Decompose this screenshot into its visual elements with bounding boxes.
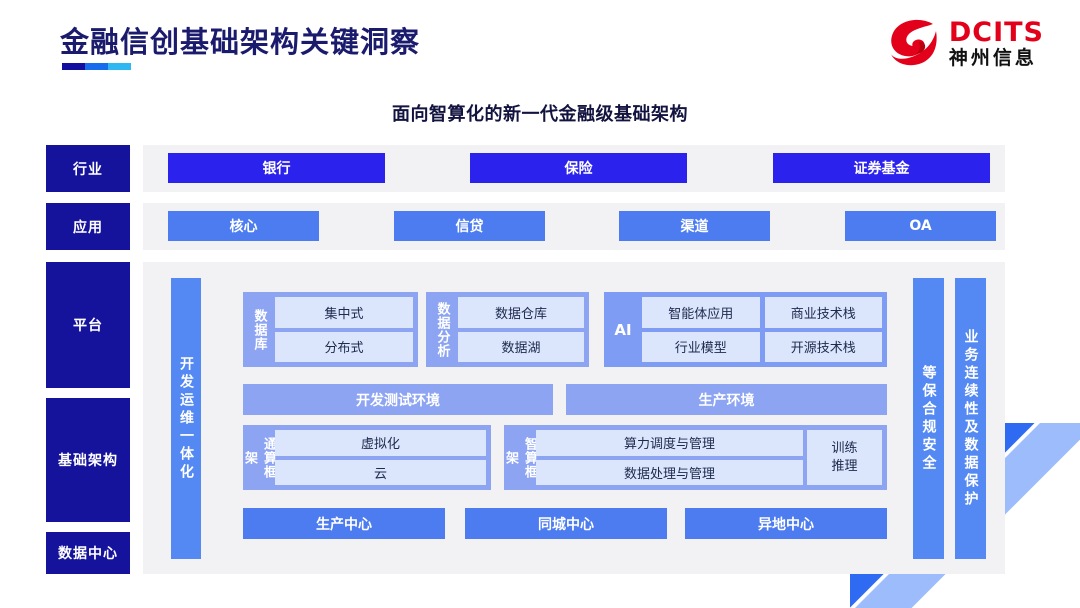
application-row-panel: 核心 信贷 渠道 OA [143, 203, 1005, 250]
layer-label-platform: 平台 [46, 262, 130, 388]
group-label-data-analysis: 数据分析 [434, 301, 450, 358]
cell-data-lake[interactable]: 数据湖 [458, 331, 584, 362]
cell-centralized[interactable]: 集中式 [275, 297, 413, 328]
application-item-channel[interactable]: 渠道 [619, 211, 770, 241]
industry-item-insurance[interactable]: 保险 [470, 153, 687, 183]
sidebar-devops-integration[interactable]: 开发运维一体化 [171, 278, 201, 559]
group-ai: AI 智能体应用 行业模型 商业技术栈 开源技术栈 [604, 292, 887, 367]
page-header: 金融信创基础架构关键洞察 DCITS 神州信息 [0, 0, 1080, 92]
group-database: 数据库 集中式 分布式 [243, 292, 418, 367]
datacenter-remote[interactable]: 异地中心 [685, 508, 887, 539]
group-label-ai: AI [614, 320, 632, 339]
sidebar-business-continuity[interactable]: 业务连续性及数据保护 [955, 278, 986, 559]
cell-cloud[interactable]: 云 [275, 459, 486, 485]
group-intelligent-compute-framework: 智算框架 算力调度与管理 数据处理与管理 训练 推理 [503, 425, 887, 490]
group-label-intelligent-compute: 智算框架 [503, 436, 537, 479]
industry-item-bank[interactable]: 银行 [168, 153, 385, 183]
cell-agent-application[interactable]: 智能体应用 [642, 297, 760, 328]
group-data-analysis: 数据分析 数据仓库 数据湖 [426, 292, 589, 367]
cell-inference-line: 推理 [831, 458, 858, 474]
title-underline-accent [62, 63, 131, 70]
cell-compute-scheduling[interactable]: 算力调度与管理 [536, 430, 803, 456]
datacenter-production[interactable]: 生产中心 [243, 508, 445, 539]
platform-infrastructure-panel: 开发运维一体化 等保合规安全 业务连续性及数据保护 数据库 集中式 分布式 数据… [143, 262, 1005, 574]
layer-label-datacenter: 数据中心 [46, 532, 130, 574]
layer-label-application: 应用 [46, 203, 130, 250]
cell-training-line: 训练 [831, 440, 858, 456]
industry-item-securities-fund[interactable]: 证券基金 [773, 153, 990, 183]
datacenter-metro[interactable]: 同城中心 [465, 508, 667, 539]
group-label-database: 数据库 [251, 308, 267, 351]
cell-data-warehouse[interactable]: 数据仓库 [458, 297, 584, 328]
sidebar-compliance-security[interactable]: 等保合规安全 [913, 278, 944, 559]
cell-data-processing[interactable]: 数据处理与管理 [536, 459, 803, 485]
cell-distributed[interactable]: 分布式 [275, 331, 413, 362]
dcits-swirl-icon [890, 19, 937, 66]
cell-training-inference[interactable]: 训练 推理 [807, 430, 882, 485]
diagram-subtitle: 面向智算化的新一代金融级基础架构 [392, 104, 688, 125]
layer-label-infrastructure: 基础架构 [46, 398, 130, 522]
logo-text-en: DCITS [948, 16, 1044, 48]
group-general-compute-framework: 通算框架 虚拟化 云 [242, 425, 491, 490]
company-logo: DCITS 神州信息 [889, 18, 1044, 68]
page-title: 金融信创基础架构关键洞察 [60, 25, 421, 59]
cell-commercial-stack[interactable]: 商业技术栈 [764, 297, 882, 328]
application-item-core[interactable]: 核心 [168, 211, 319, 241]
cell-industry-model[interactable]: 行业模型 [642, 331, 760, 362]
cell-opensource-stack[interactable]: 开源技术栈 [764, 331, 882, 362]
industry-row-panel: 银行 保险 证券基金 [143, 145, 1005, 192]
env-production[interactable]: 生产环境 [566, 384, 887, 415]
application-item-oa[interactable]: OA [845, 211, 996, 241]
layer-label-industry: 行业 [46, 145, 130, 192]
cell-virtualization[interactable]: 虚拟化 [275, 430, 486, 456]
logo-text-cn: 神州信息 [948, 46, 1037, 69]
group-label-general-compute: 通算框架 [242, 436, 276, 479]
application-item-credit[interactable]: 信贷 [394, 211, 545, 241]
env-dev-test[interactable]: 开发测试环境 [243, 384, 553, 415]
